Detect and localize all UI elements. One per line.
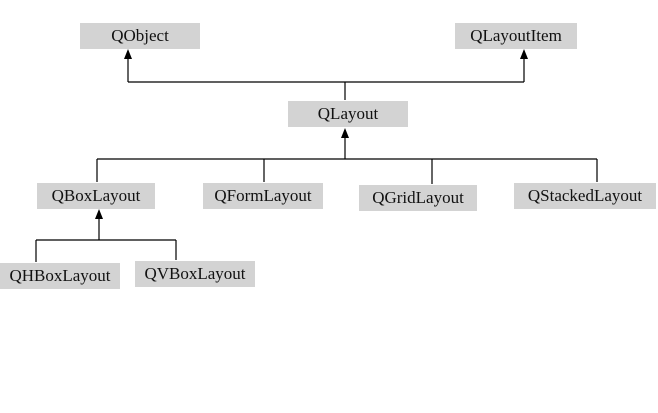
arrowhead-qlayoutitem: [520, 49, 528, 59]
node-qgridlayout: QGridLayout: [359, 185, 477, 211]
arrowhead-qobject: [124, 49, 132, 59]
arrowhead-qboxlayout: [95, 209, 103, 219]
node-qlayoutitem: QLayoutItem: [455, 23, 577, 49]
arrowhead-qlayout: [341, 128, 349, 138]
node-qlayout: QLayout: [288, 101, 408, 127]
node-qvboxlayout: QVBoxLayout: [135, 261, 255, 287]
node-qboxlayout: QBoxLayout: [37, 183, 155, 209]
node-qstackedlayout: QStackedLayout: [514, 183, 656, 209]
node-qobject: QObject: [80, 23, 200, 49]
node-qhboxlayout: QHBoxLayout: [0, 263, 120, 289]
node-qformlayout: QFormLayout: [203, 183, 323, 209]
